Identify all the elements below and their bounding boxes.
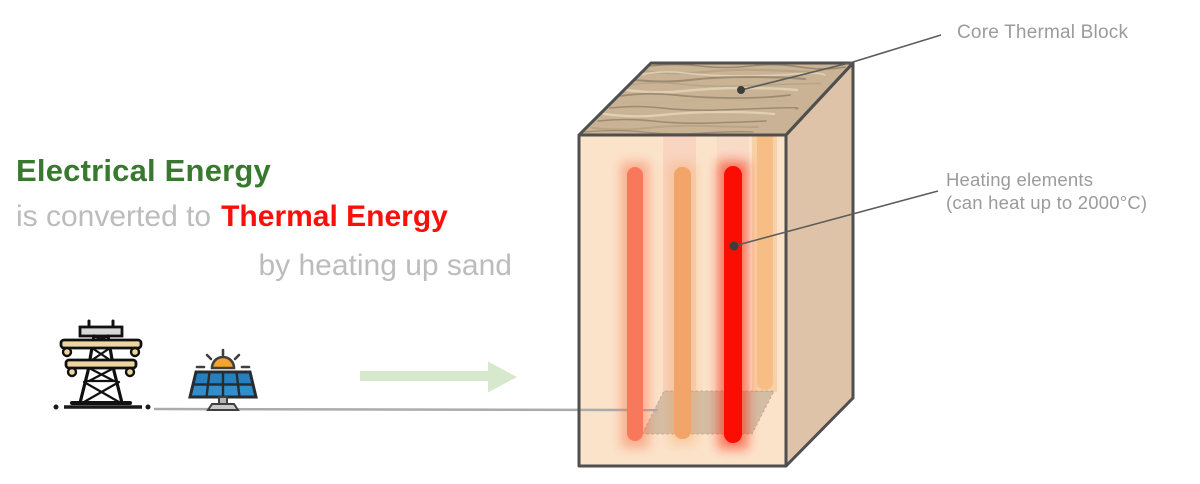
tower-crossarm-upper <box>59 338 143 350</box>
headline-heating-up-sand: by heating up sand <box>258 249 512 282</box>
heating-rod-2 <box>674 167 691 439</box>
solar-panel-icon <box>188 348 258 411</box>
heating-rod-back <box>757 136 773 390</box>
block-top-face <box>579 63 853 135</box>
insulator <box>61 346 73 358</box>
annotation-leaders <box>729 34 942 251</box>
thermal-block <box>579 63 853 466</box>
leader-dot-core-block <box>737 86 745 94</box>
leader-line-core-block <box>740 34 942 91</box>
tower-crossarm-lower <box>64 358 138 370</box>
leader-dot-heating-elements <box>729 241 739 251</box>
transmission-tower-icon <box>59 319 143 405</box>
block-right-face <box>786 63 853 466</box>
energy-flow-arrow <box>360 361 517 393</box>
solar-panel-grid <box>191 370 255 399</box>
headline-thermal-energy: Thermal Energy <box>221 200 448 233</box>
sand-shadow <box>641 390 775 435</box>
leader-line-heating-elements <box>733 190 939 247</box>
insulator <box>129 346 141 358</box>
sun-icon <box>195 348 251 370</box>
core-thermal-block-label: Core Thermal Block <box>957 22 1129 43</box>
headline-converted-prefix: is converted to <box>16 200 212 233</box>
ground-dot-left <box>53 404 59 410</box>
solar-panel-base <box>206 403 240 411</box>
ground-line <box>53 404 659 412</box>
insulator <box>66 366 78 378</box>
headline-electrical-energy: Electrical Energy <box>16 153 271 188</box>
block-outline <box>577 61 855 468</box>
insulator <box>124 366 136 378</box>
solar-panel-post <box>218 396 228 405</box>
heating-rod-3 <box>724 166 742 443</box>
heating-elements-label-line1: Heating elements <box>946 169 1094 190</box>
heating-elements-label-line2: (can heat up to 2000°C) <box>946 192 1148 213</box>
sun-rays <box>195 348 251 369</box>
heating-elements-label: Heating elements (can heat up to 2000°C) <box>946 168 1147 214</box>
headline-converted-line: is converted to Thermal Energy <box>16 200 448 234</box>
heating-rods <box>621 136 773 449</box>
heating-rod-1 <box>627 167 643 441</box>
ground-dot-right <box>145 404 151 410</box>
